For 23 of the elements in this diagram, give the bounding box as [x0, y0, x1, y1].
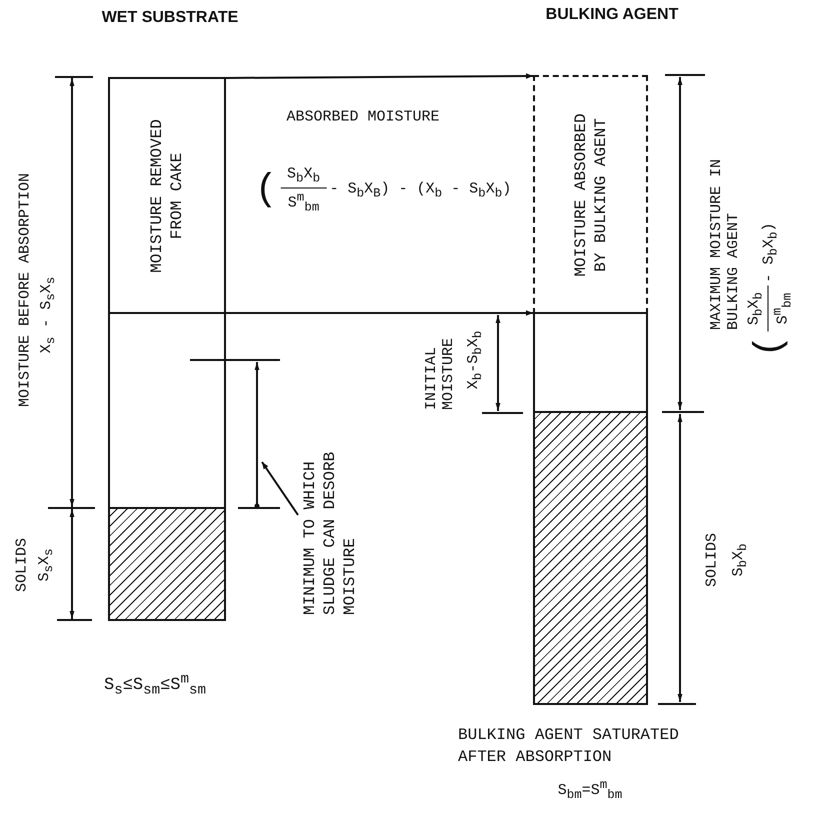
note-text: MINIMUM TO WHICH SLUDGE CAN DESORB MOISTURE	[300, 435, 360, 615]
segment-label: MOISTURE REMOVED FROM CAKE	[147, 118, 187, 274]
formula-text: - S$_{b}$X$_{B}$) - (X$_{b}$ - S$_{b}$X$_{b}$)	[330, 180, 512, 200]
parenthesis: (	[254, 171, 278, 209]
column-heading: WET SUBSTRATE	[102, 9, 238, 27]
dimension-label: SOLIDS	[14, 538, 30, 592]
parenthesis: (	[751, 334, 789, 358]
column-segment	[533, 75, 648, 314]
formula-text: S$_{b}$X$_{b}$	[287, 166, 320, 186]
column-segment	[108, 77, 226, 314]
dimension-label: SOLIDS	[704, 533, 720, 587]
bar-segment-hatched	[533, 411, 648, 705]
arrow	[226, 73, 533, 79]
formula-heading: ABSORBED MOISTURE	[286, 108, 440, 126]
bar-segment-hatched	[108, 507, 226, 621]
arrow	[226, 310, 533, 316]
leader-line	[261, 461, 299, 516]
column-heading: BULKING AGENT	[546, 6, 678, 24]
segment-label: MOISTURE ABSORBED BY BULKING AGENT	[570, 112, 610, 278]
dimension-label: INITIAL MOISTURE	[423, 336, 457, 410]
dimension-label: MAXIMUM MOISTURE IN BULKING AGENT	[708, 158, 742, 330]
dimension-label: MOISTURE BEFORE ABSORPTION	[16, 172, 34, 408]
caption-text: BULKING AGENT SATURATED AFTER ABSORPTION	[458, 725, 680, 768]
